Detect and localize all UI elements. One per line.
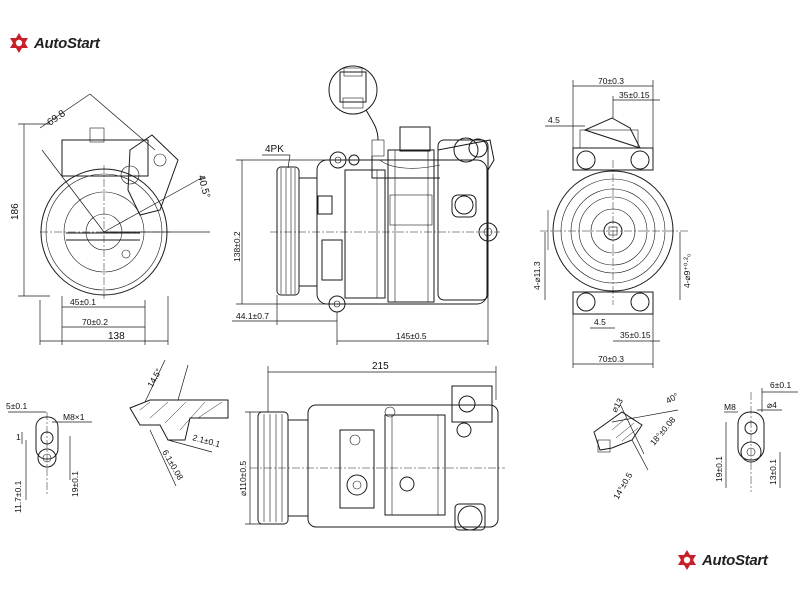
d4-w6-label: 6±0.1 — [770, 380, 791, 390]
d3-a14-label: 14°±0.5 — [611, 470, 634, 501]
d2-a21-label: 2.1±0.1 — [191, 432, 221, 449]
side-w44-label: 44.1±0.7 — [236, 311, 269, 321]
d1-w5-label: 5±0.1 — [6, 401, 27, 411]
rear-w45top-label: 4.5 — [548, 115, 560, 125]
front-w45-label: 45±0.1 — [70, 297, 96, 307]
detail-2: 14.5° 2.1±0.1 6.1±0.08 — [129, 359, 229, 487]
d3-a18-label: 18°±0.08 — [648, 415, 678, 448]
d3-a40-label: 40° — [664, 391, 680, 406]
side-belt-label: 4PK — [265, 144, 284, 155]
d2-a14-label: 14.5° — [145, 367, 164, 389]
bottom-view: 215 ⌀110±0.5 — [238, 361, 505, 531]
brand-logo-bottom: AutoStart — [676, 549, 768, 571]
brand-name: AutoStart — [34, 34, 100, 52]
d3-a13-label: ⌀13 — [609, 396, 625, 414]
brand-name: AutoStart — [702, 551, 768, 569]
rear-w35top-label: 35±0.15 — [619, 90, 650, 100]
rear-w70top-label: 70±0.3 — [598, 76, 624, 86]
front-angle2-label: 40.5° — [195, 174, 212, 200]
d1-h117-label: 11.7±0.1 — [13, 480, 23, 513]
detail-4: 6±0.1 M8 ⌀4 19±0.1 13±0.1 — [714, 380, 798, 492]
d1-h19-label: 19±0.1 — [70, 471, 80, 497]
autostart-logo-icon — [10, 33, 28, 53]
d1-m8-label: M8×1 — [63, 412, 85, 422]
rear-view: 70±0.3 35±0.15 4.5 4-⌀11.3 4-⌀9⁺⁰·²₀ 4.5… — [532, 76, 692, 368]
d4-m8-label: M8 — [724, 402, 736, 412]
rear-w45bot-label: 4.5 — [594, 317, 606, 327]
front-w138-label: 138 — [108, 331, 125, 342]
rear-w35bot-label: 35±0.15 — [620, 330, 651, 340]
side-h138-label: 138±0.2 — [232, 231, 242, 262]
bottom-dia110-label: ⌀110±0.5 — [238, 461, 248, 496]
front-w70-label: 70±0.2 — [82, 317, 108, 327]
d4-h13-label: 13±0.1 — [768, 459, 778, 485]
d4-h19-label: 19±0.1 — [714, 456, 724, 482]
front-view: 69.8 40.5° 186 45±0.1 70±0.2 138 — [10, 93, 212, 345]
front-height-label: 186 — [10, 203, 21, 220]
side-view: 4PK 138±0.2 44.1±0.7 145±0.5 — [232, 65, 500, 345]
rear-dia113-label: 4-⌀11.3 — [532, 261, 542, 290]
d2-a61-label: 6.1±0.08 — [160, 448, 185, 482]
d4-d4-label: ⌀4 — [767, 400, 777, 410]
detail-1: 5±0.1 M8×1 1 11.7±0.1 19±0.1 — [6, 401, 92, 513]
autostart-logo-icon — [678, 550, 696, 570]
side-w145-label: 145±0.5 — [396, 331, 427, 341]
d1-h1-label: 1 — [16, 432, 21, 442]
bottom-w215-label: 215 — [372, 361, 389, 372]
brand-logo-top: AutoStart — [8, 32, 100, 54]
rear-dia9-label: 4-⌀9⁺⁰·²₀ — [682, 253, 692, 288]
detail-3: 40° ⌀13 18°±0.08 14°±0.5 — [593, 391, 680, 501]
rear-w70bot-label: 70±0.3 — [598, 354, 624, 364]
